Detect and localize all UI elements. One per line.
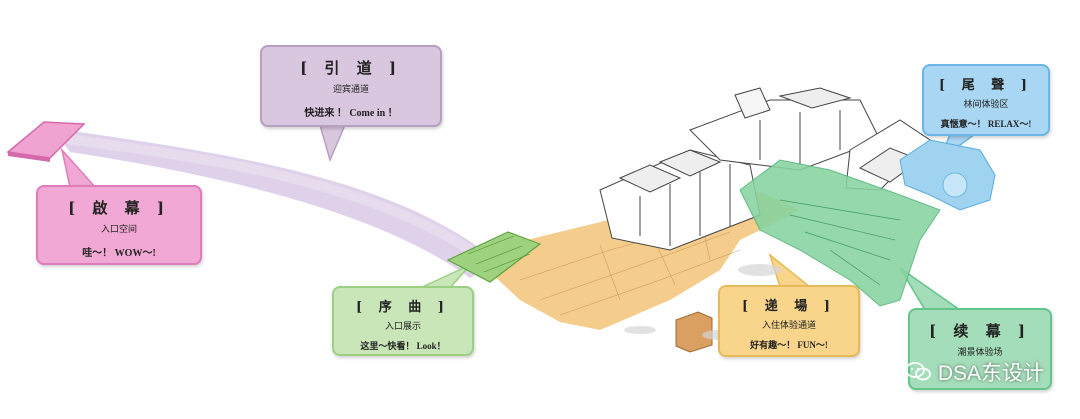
- welcome-path-edge: [59, 133, 473, 255]
- intro-title: [ 引 道 ]: [300, 59, 402, 77]
- main-buildings: [599, 87, 931, 251]
- intro-subtitle: 迎宾通道: [332, 85, 369, 95]
- forest-pond: [942, 172, 968, 198]
- wechat-icon: [904, 362, 931, 381]
- watermark: DSA东设计: [904, 357, 1044, 387]
- opening-callout-pointer: [60, 147, 97, 188]
- coda-callout: [ 尾 聲 ] 林间体验区 真惬意～！ RELAX～!: [922, 64, 1050, 136]
- rising-title: [ 递 場 ]: [742, 299, 836, 314]
- corridor-kiosk: [675, 311, 713, 353]
- opening-title: [ 啟 幕 ]: [68, 199, 170, 217]
- welcome-path-zone: [52, 128, 500, 278]
- opening-callout: [ 啟 幕 ] 入口空间 哇～！ WOW～!: [36, 185, 202, 265]
- rising-subtitle: 入住体验通道: [761, 321, 816, 331]
- coda-subtitle: 林间体验区: [963, 100, 1009, 110]
- scenic-zone-lines: [779, 199, 901, 286]
- sequel-title: [ 续 幕 ]: [929, 322, 1031, 340]
- prelude-callout-pointer: [419, 264, 471, 289]
- scenic-experience-zone: [739, 159, 941, 307]
- coda-title: [ 尾 聲 ]: [939, 78, 1033, 93]
- exhibition-grid: [467, 235, 531, 273]
- watermark-text: DSA东设计: [937, 362, 1044, 385]
- opening-subtitle: 入口空间: [100, 225, 137, 235]
- prelude-title: [ 序 曲 ]: [356, 300, 450, 315]
- intro-callout: [ 引 道 ] 迎宾通道 快进来 ！ Come in ！: [260, 45, 442, 127]
- rising-callout: [ 递 場 ] 入住体验通道 好有趣～！ FUN～!: [718, 285, 860, 357]
- corridor-texture: [519, 214, 741, 316]
- prelude-phrase: 这里～快看！ Look！: [360, 341, 446, 351]
- prelude-subtitle: 入口展示: [384, 322, 421, 332]
- sequel-subtitle: 潮景体验场: [957, 348, 1003, 358]
- opening-phrase: 哇～！ WOW～!: [82, 248, 156, 259]
- coda-phrase: 真惬意～！ RELAX～!: [940, 119, 1032, 129]
- rising-phrase: 好有趣～！ FUN～!: [750, 340, 828, 350]
- entrance-platform-edge: [8, 152, 50, 162]
- sequel-callout: [ 续 幕 ] 潮景体验场: [908, 308, 1052, 390]
- intro-callout-pointer: [319, 124, 347, 163]
- prelude-callout: [ 序 曲 ] 入口展示 这里～快看！ Look！: [332, 286, 474, 356]
- forest-relax-zone: [899, 139, 996, 211]
- intro-phrase: 快进来 ！ Come in ！: [304, 108, 398, 119]
